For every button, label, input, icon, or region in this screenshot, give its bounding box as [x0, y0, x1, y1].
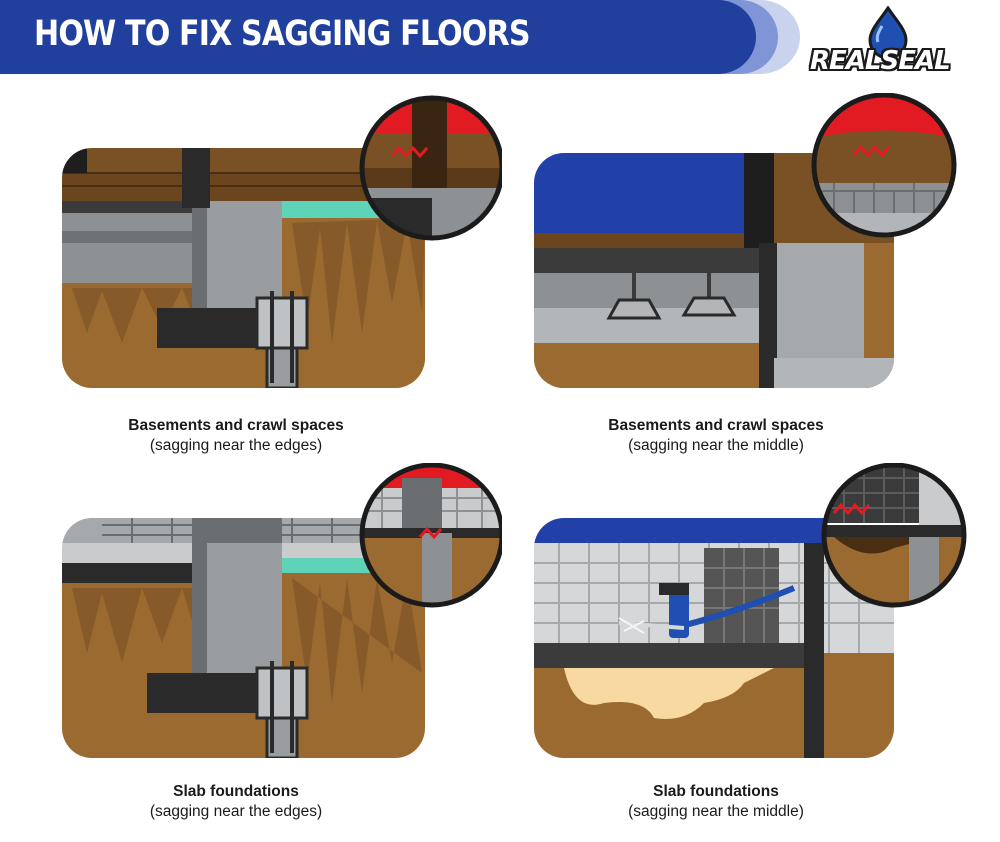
caption-title: Basements and crawl spaces — [546, 416, 886, 436]
header-banner: HOW TO FIX SAGGING FLOORS — [0, 0, 800, 74]
caption-subtitle: (sagging near the middle) — [546, 436, 886, 456]
diagram-basement-middle — [534, 93, 974, 393]
caption-subtitle: (sagging near the edges) — [66, 436, 406, 456]
caption-subtitle: (sagging near the edges) — [66, 802, 406, 822]
caption-basement-edges: Basements and crawl spaces (sagging near… — [66, 416, 406, 456]
page-title: HOW TO FIX SAGGING FLOORS — [34, 14, 530, 54]
caption-basement-middle: Basements and crawl spaces (sagging near… — [546, 416, 886, 456]
diagram-basement-edges — [62, 93, 502, 393]
diagram-slab-edges — [62, 463, 502, 763]
caption-subtitle: (sagging near the middle) — [546, 802, 886, 822]
caption-title: Basements and crawl spaces — [66, 416, 406, 436]
diagram-slab-middle — [534, 463, 974, 763]
logo-wordmark: REALSEAL — [810, 46, 950, 76]
caption-slab-edges: Slab foundations (sagging near the edges… — [66, 782, 406, 822]
realseal-logo[interactable]: REALSEAL — [800, 6, 980, 76]
caption-title: Slab foundations — [66, 782, 406, 802]
caption-slab-middle: Slab foundations (sagging near the middl… — [546, 782, 886, 822]
caption-title: Slab foundations — [546, 782, 886, 802]
